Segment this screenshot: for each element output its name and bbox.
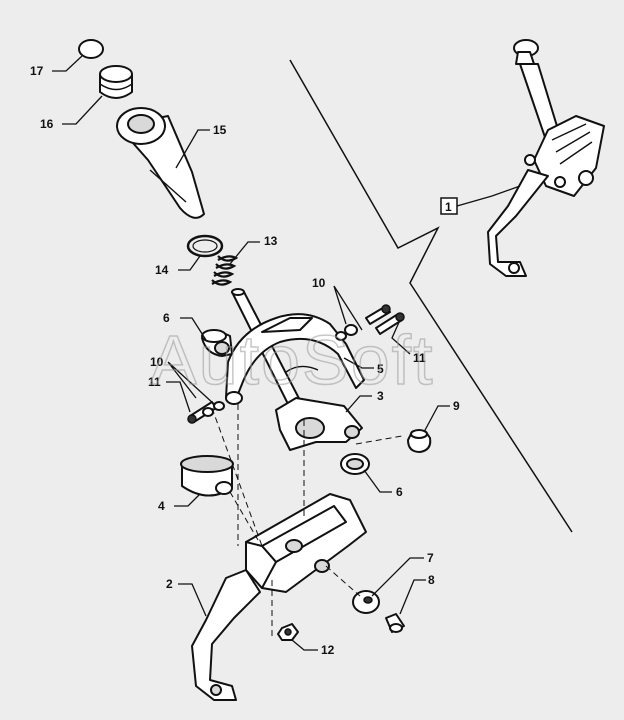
callout-10-lower: 10 xyxy=(150,355,164,369)
lower-bolts xyxy=(187,401,225,424)
callout-6-lower: 6 xyxy=(396,485,403,499)
upper-bolts xyxy=(335,304,405,341)
callout-4: 4 xyxy=(158,499,165,513)
part-6-bushing-upper xyxy=(201,329,233,357)
callout-10-upper: 10 xyxy=(312,276,326,290)
part-14-ring xyxy=(186,234,224,258)
part-7-washer xyxy=(352,590,380,614)
callout-11-lower: 11 xyxy=(148,375,161,389)
part-3-lever-bracket xyxy=(225,313,365,451)
callout-13: 13 xyxy=(264,234,278,248)
callout-8: 8 xyxy=(428,573,435,587)
part-2-mounting-bracket xyxy=(191,493,367,701)
part-13-spring xyxy=(211,255,239,286)
part-17-cap xyxy=(78,39,104,59)
watermark-text: AutoSoft xyxy=(150,321,435,399)
callout-17: 17 xyxy=(30,64,44,78)
callout-12: 12 xyxy=(321,643,335,657)
callout-leaders xyxy=(52,55,450,651)
callout-5: 5 xyxy=(377,362,384,376)
section-boundary-line xyxy=(289,59,573,533)
callout-7: 7 xyxy=(427,551,434,565)
callout-3: 3 xyxy=(377,389,384,403)
part-8-bolt xyxy=(385,613,405,633)
callout-9: 9 xyxy=(453,399,460,413)
assembly-overview xyxy=(487,39,605,277)
callout-2: 2 xyxy=(166,577,173,591)
callout-14: 14 xyxy=(155,263,169,277)
callout-15: 15 xyxy=(213,123,227,137)
reference-box: 1 xyxy=(440,185,521,215)
part-9-cap xyxy=(407,429,432,453)
alignment-lines xyxy=(211,404,403,636)
callout-16: 16 xyxy=(40,117,54,131)
part-4-tube xyxy=(180,455,234,497)
part-6-bushing-lower xyxy=(340,453,370,475)
part-12-nut xyxy=(277,623,299,641)
callout-6-upper: 6 xyxy=(163,311,170,325)
callout-11-upper: 11 xyxy=(413,351,426,365)
part-16-bushing xyxy=(99,65,133,99)
reference-box-label: 1 xyxy=(445,200,452,214)
part-15-grip xyxy=(116,107,205,219)
